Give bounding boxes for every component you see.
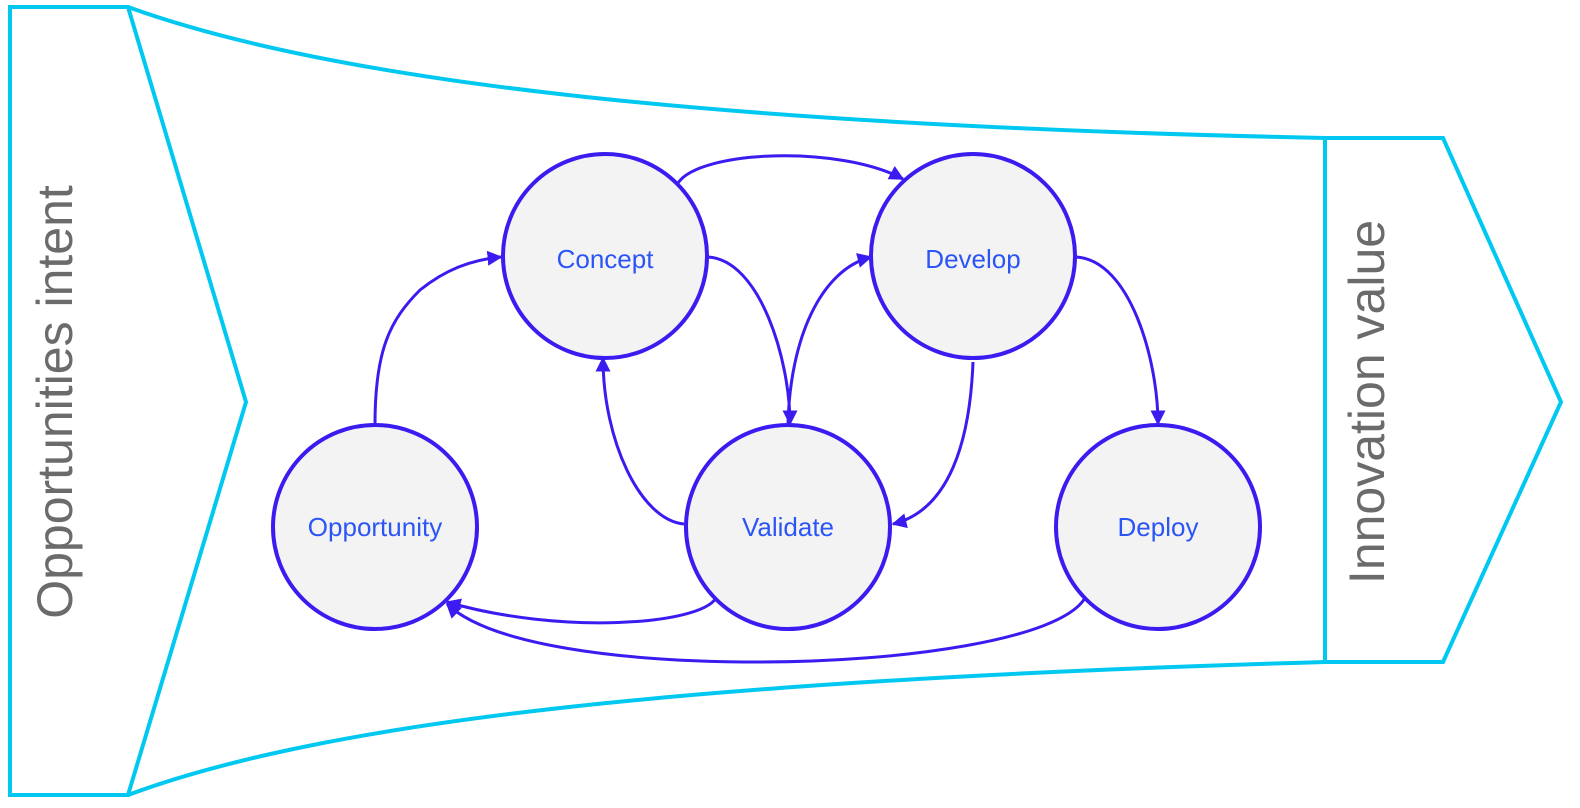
node-validate-circle xyxy=(684,423,892,631)
node-concept-label: Concept xyxy=(557,244,655,274)
node-validate: Validate xyxy=(684,423,892,631)
funnel-outline xyxy=(8,5,1564,797)
edge-validate-concept xyxy=(595,356,685,526)
process-nodes: Opportunity Concept Validate Develop Dep… xyxy=(271,152,1262,631)
node-develop-circle xyxy=(869,152,1077,360)
funnel-bottom-edge xyxy=(127,660,1326,797)
funnel-top-edge xyxy=(127,5,1326,140)
edge-deploy-opportunity xyxy=(445,597,1087,664)
process-arrows xyxy=(373,154,1166,664)
node-validate-label: Validate xyxy=(742,512,834,542)
input-chevron xyxy=(8,5,249,797)
edge-concept-validate xyxy=(707,255,798,426)
edge-develop-validate xyxy=(891,361,975,529)
node-concept-circle xyxy=(501,152,709,360)
edge-validate-opportunity xyxy=(445,597,718,625)
node-opportunity-circle xyxy=(271,423,479,631)
edge-opportunity-concept xyxy=(373,250,503,425)
output-arrow xyxy=(1323,136,1564,664)
node-concept: Concept xyxy=(501,152,709,360)
input-label: Opportunities intent xyxy=(27,185,83,619)
output-label: Innovation value xyxy=(1339,220,1395,584)
node-deploy: Deploy xyxy=(1054,423,1262,631)
edge-validate-develop xyxy=(786,253,873,425)
node-deploy-label: Deploy xyxy=(1118,512,1199,542)
node-deploy-circle xyxy=(1054,423,1262,631)
edge-concept-develop xyxy=(676,154,905,184)
node-opportunity-label: Opportunity xyxy=(308,512,442,542)
edge-develop-deploy xyxy=(1075,255,1166,426)
node-develop-label: Develop xyxy=(925,244,1020,274)
node-opportunity: Opportunity xyxy=(271,423,479,631)
node-develop: Develop xyxy=(869,152,1077,360)
